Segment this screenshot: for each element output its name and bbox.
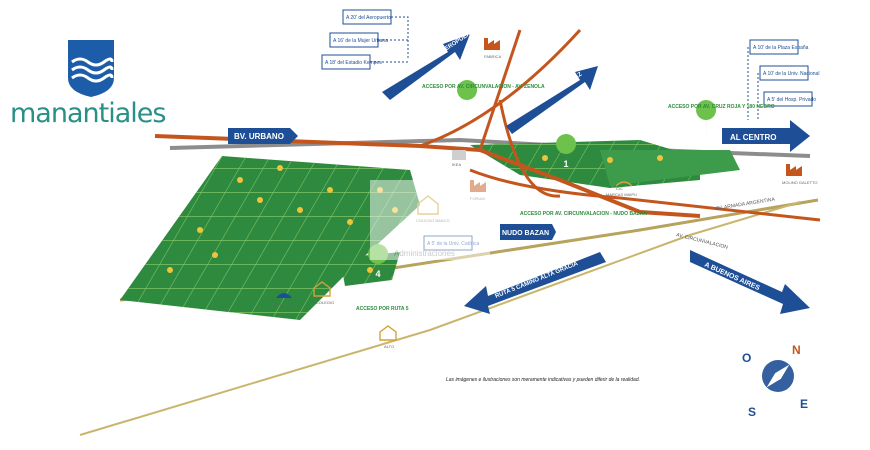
compass-e: E bbox=[800, 397, 808, 411]
road-nudo-bazan-label: NUDO BAZAN bbox=[502, 230, 549, 237]
distance-mujer-urbana: A 16' de la Mujer Urbana bbox=[333, 38, 388, 44]
place-ikea: IKEA bbox=[452, 162, 461, 167]
place-marcas-maipu: MARCAS MAIPU bbox=[606, 192, 637, 197]
access-2-number: 2 bbox=[703, 125, 708, 135]
place-fabrica: FABRICA bbox=[484, 54, 501, 59]
road-circunvalacion-label: AV. CIRCUNVALACION bbox=[676, 232, 729, 251]
nudo-bazan-marker bbox=[500, 224, 556, 240]
place-molino-galetto: MOLINO GALETTO bbox=[782, 180, 818, 185]
distance-aeropuerto: A 20' del Aeropuerto bbox=[346, 15, 391, 21]
arrow-carlos-paz bbox=[506, 66, 598, 134]
arrow-ruta5 bbox=[464, 252, 606, 314]
access-4-number: 4 bbox=[375, 269, 380, 279]
orange-highways bbox=[154, 28, 821, 222]
access-2-label: ACCESO POR AV. CRUZ ROJA Y 180 NEGRO bbox=[668, 104, 775, 110]
arrow-al-centro bbox=[722, 120, 810, 152]
distance-plaza-espana: A 10' de la Plaza España bbox=[753, 45, 809, 51]
distance-boxes-left bbox=[321, 9, 409, 70]
access-3-label: ACCESO POR AV. CIRCUNVALACION - AV. ZENO… bbox=[422, 84, 545, 90]
compass-n: N bbox=[792, 343, 801, 357]
watermark-text: Administraciones bbox=[394, 249, 455, 258]
distance-univ-nacional: A 10' de la Univ. Nacional bbox=[763, 71, 819, 77]
access-4-label: ACCESO POR RUTA 5 bbox=[356, 306, 409, 312]
arrow-buenos-aires-label: A BUENOS AIRES bbox=[703, 261, 761, 292]
arrow-al-centro-label: AL CENTRO bbox=[730, 133, 777, 142]
arrow-aeropuerto bbox=[382, 34, 470, 100]
compass-o: O bbox=[742, 351, 751, 365]
brand-logo-icon bbox=[68, 40, 114, 97]
arrow-carlos-paz-label: RUTA 20 CARLOS PAZ bbox=[526, 71, 584, 111]
arrow-aeropuerto-label: A RUTA NORTE AEROPUERTO bbox=[402, 26, 479, 79]
ikea-icon bbox=[452, 150, 466, 160]
access-1-label: ACCESO POR AV. CIRCUNVALACION - NUDO BAZ… bbox=[520, 211, 647, 217]
distance-estadio-kempes: A 18' del Estadio Kempes bbox=[325, 60, 382, 66]
bv-urbano-marker bbox=[228, 128, 298, 144]
place-cic: CIC bbox=[616, 186, 623, 191]
watermark: Administraciones bbox=[370, 180, 490, 260]
brand-name: manantiales bbox=[10, 98, 166, 129]
direction-arrows bbox=[228, 34, 810, 314]
place-colegio: COLEGIO bbox=[316, 300, 334, 305]
road-bv-urbano-label: BV. URBANO bbox=[234, 132, 284, 141]
access-3-number: 3 bbox=[464, 105, 469, 115]
arrow-buenos-aires bbox=[690, 250, 810, 314]
distance-boxes-right bbox=[747, 39, 813, 120]
distance-hosp-privado: A 5' del Hosp. Privado bbox=[767, 97, 816, 103]
access-markers bbox=[368, 80, 717, 288]
place-bodega: BODEGA bbox=[274, 302, 291, 307]
disclaimer-text: Las imágenes e ilustraciones son meramen… bbox=[446, 377, 640, 383]
compass-icon bbox=[760, 358, 796, 394]
bodega-icon bbox=[276, 293, 292, 298]
place-alto: ALTO bbox=[384, 344, 394, 349]
compass-s: S bbox=[748, 405, 756, 419]
access-1-number: 1 bbox=[563, 159, 568, 169]
